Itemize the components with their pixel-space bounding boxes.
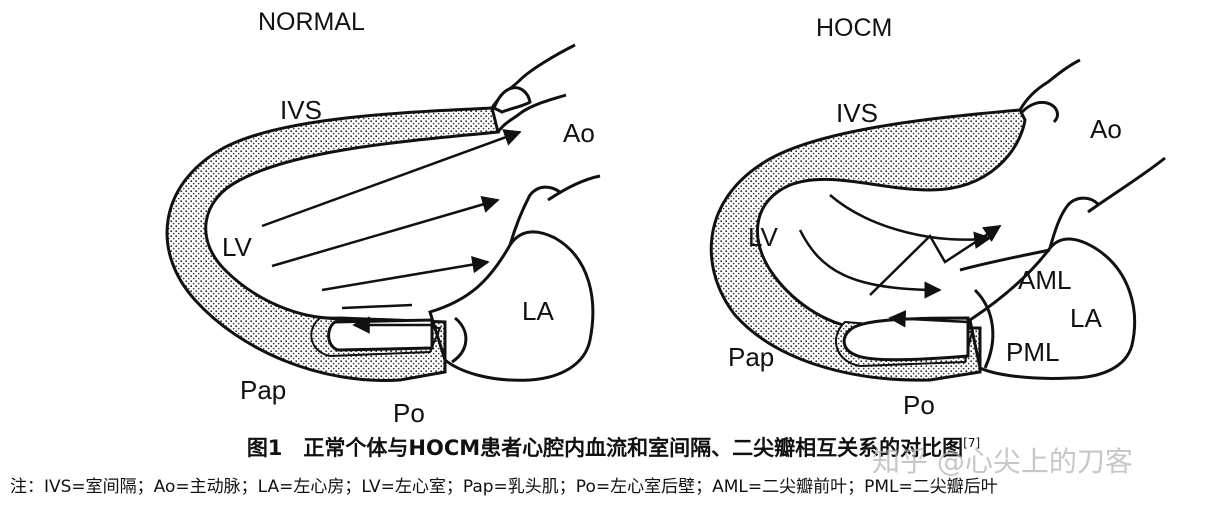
figure-note: 注：IVS=室间隔；Ao=主动脉；LA=左心房；LV=左心室；Pap=乳头肌；P… (10, 472, 998, 497)
normal-heart (167, 45, 600, 380)
normal-title: NORMAL (258, 8, 365, 37)
hocm-label-aml: AML (1018, 265, 1071, 296)
normal-label-ao: Ao (563, 118, 595, 149)
hocm-label-po: Po (903, 390, 935, 421)
hocm-label-ao: Ao (1090, 114, 1122, 145)
watermark: 知乎 @心尖上的刀客 (872, 440, 1133, 480)
hocm-label-pml: PML (1006, 337, 1059, 368)
hocm-label-pap: Pap (728, 342, 774, 373)
normal-label-lv: LV (222, 232, 252, 263)
hocm-lower-pocket (844, 318, 968, 360)
hocm-label-lv: LV (748, 222, 778, 253)
hocm-title: HOCM (816, 14, 892, 43)
normal-label-la: LA (522, 296, 554, 327)
normal-label-pap: Pap (240, 375, 286, 406)
figure-caption-text: 图1 正常个体与HOCM患者心腔内血流和室间隔、二尖瓣相互关系的对比图 (247, 436, 963, 460)
normal-left-atrium (430, 232, 593, 380)
normal-label-ivs: IVS (280, 95, 322, 126)
normal-label-po: Po (393, 398, 425, 429)
hocm-label-ivs: IVS (836, 98, 878, 129)
hocm-label-la: LA (1070, 303, 1102, 334)
